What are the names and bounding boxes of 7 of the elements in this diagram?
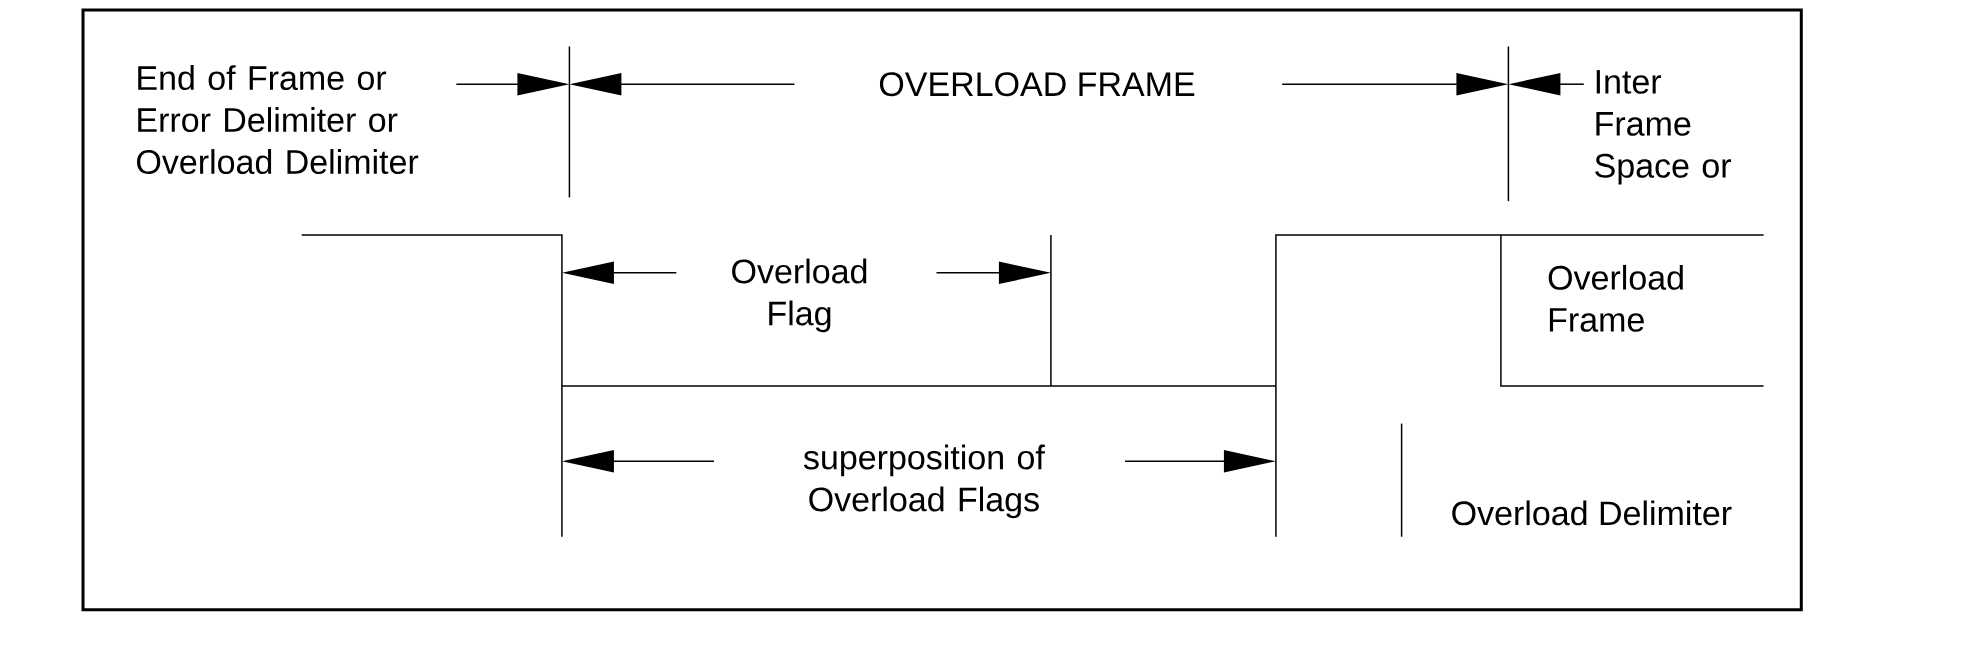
annotation-text: Overload Frame (1548, 264, 1683, 332)
annotation-text: End of Frame or Error Delimiter or Overload Delimiter (137, 65, 419, 175)
annotation-text: Overload Delimiter (1452, 500, 1732, 526)
annotation-text: superposition of Overload Flags (803, 444, 1045, 519)
annotation-text: Inter Frame Space or (1595, 70, 1731, 185)
annotation-text: OVERLOAD FRAME (879, 72, 1195, 97)
annotation-text: Overload Flag (732, 258, 867, 333)
